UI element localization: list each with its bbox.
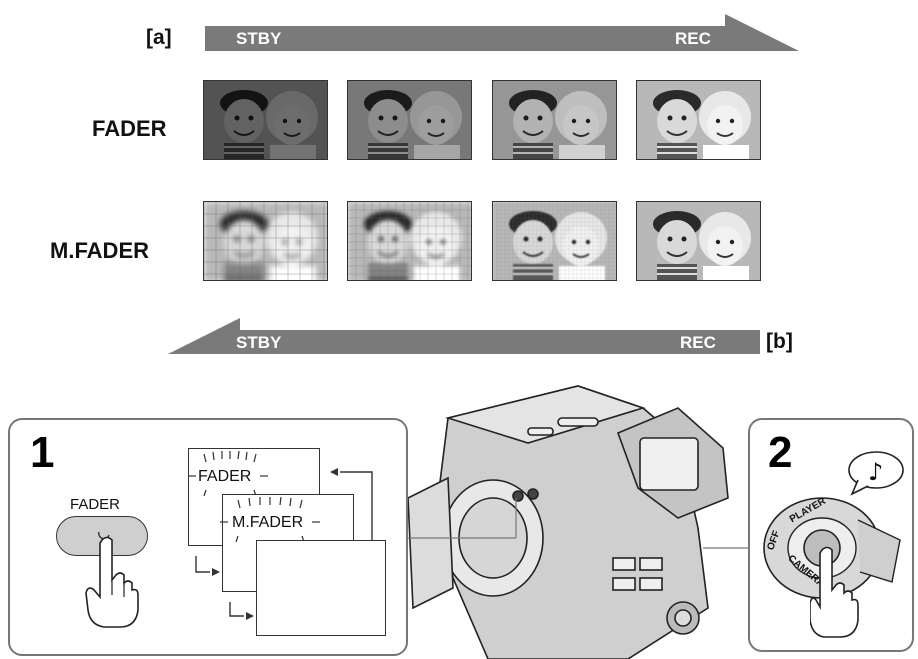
dial-pressing-hand-icon — [810, 545, 870, 640]
step-1-number: 1 — [30, 428, 54, 478]
top-arrow-end-label: REC — [675, 29, 711, 49]
mfader-frame-1 — [203, 201, 328, 281]
bottom-arrow-tag: [b] — [766, 330, 793, 354]
fader-frame-2 — [347, 80, 472, 160]
mfader-frame-3 — [492, 201, 617, 281]
fader-button-label: FADER — [70, 496, 120, 513]
top-arrow-tag: [a] — [146, 26, 172, 50]
row-label-fader: FADER — [92, 116, 167, 142]
mfader-frame-4 — [636, 201, 761, 281]
top-transition-arrow — [205, 14, 801, 54]
pressing-hand-icon — [80, 535, 140, 630]
bottom-arrow-end-label: REC — [680, 333, 716, 353]
camcorder-illustration — [378, 378, 758, 659]
mfader-frame-2 — [347, 201, 472, 281]
fader-frame-1 — [203, 80, 328, 160]
bottom-arrow-start-label: STBY — [236, 333, 281, 353]
svg-text:♪: ♪ — [868, 458, 883, 486]
top-arrow-start-label: STBY — [236, 29, 281, 49]
fader-frame-4 — [636, 80, 761, 160]
row-label-mfader: M.FADER — [50, 238, 149, 264]
fader-frame-3 — [492, 80, 617, 160]
cycle-arrows — [190, 460, 390, 630]
step-2-number: 2 — [768, 428, 792, 478]
